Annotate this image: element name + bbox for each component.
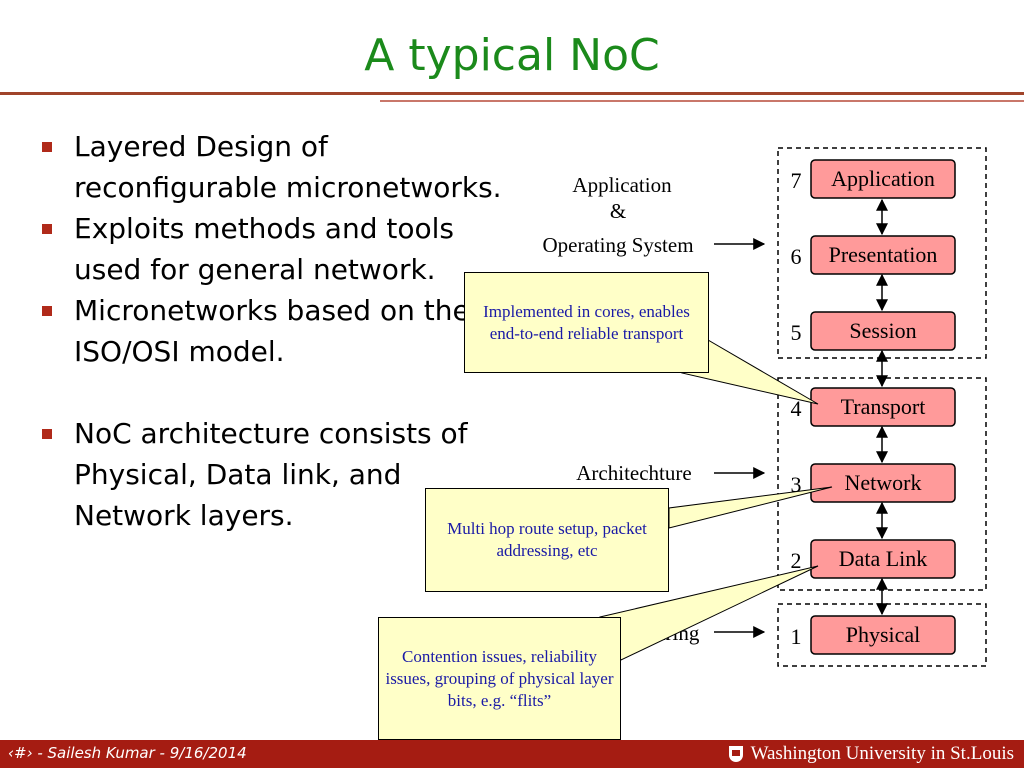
- side-label-os: Operating System: [542, 233, 693, 257]
- layer-box-data-link: [810, 539, 956, 579]
- footer-bar: ‹#› - Sailesh Kumar - 9/16/2014 Washingt…: [0, 740, 1024, 768]
- callout-pointer: [668, 486, 833, 529]
- layer-number: 7: [791, 168, 802, 193]
- callout-data-link: Contention issues, reliability issues, g…: [378, 617, 621, 740]
- callout-network: Multi hop route setup, packet addressing…: [425, 488, 669, 592]
- layer-name: Application: [831, 166, 935, 191]
- layer-name: Presentation: [829, 242, 938, 267]
- layer-name: Session: [849, 318, 916, 343]
- footer-text: ‹#› - Sailesh Kumar - 9/16/2014: [8, 744, 247, 762]
- layer-name: Physical: [846, 622, 921, 647]
- layer-box-presentation: [810, 235, 956, 275]
- title-rule-accent: [380, 100, 1024, 102]
- layer-name: Transport: [841, 394, 926, 419]
- title-rule: [0, 92, 1024, 95]
- university-name: Washington University in St.Louis: [750, 743, 1014, 764]
- layer-box-application: [810, 159, 956, 199]
- slide-title: A typical NoC: [364, 30, 660, 81]
- layer-number: 5: [791, 320, 802, 345]
- side-label-architecture: Architechture: [576, 461, 691, 485]
- layer-number: 6: [791, 244, 802, 269]
- side-label-application: Application: [572, 173, 672, 197]
- layer-box-session: [810, 311, 956, 351]
- layer-number: 4: [791, 396, 802, 421]
- layer-number: 3: [791, 472, 802, 497]
- layer-number: 2: [791, 548, 802, 573]
- university-logo: Washington University in St.Louis: [728, 743, 1014, 765]
- bullet-item: Layered Design of reconfigurable microne…: [40, 126, 510, 208]
- layer-box-network: [810, 463, 956, 503]
- layer-box-physical: [810, 615, 956, 655]
- bullet-item: Micronetworks based on the ISO/OSI model…: [40, 290, 510, 372]
- side-label-ampersand: &: [610, 199, 626, 223]
- bullet-item: Exploits methods and tools used for gene…: [40, 208, 510, 290]
- layer-box-transport: [810, 387, 956, 427]
- layer-number: 1: [791, 624, 802, 649]
- layer-name: Data Link: [839, 546, 928, 571]
- bullet-list: Layered Design of reconfigurable microne…: [40, 126, 510, 536]
- callout-transport: Implemented in cores, enables end-to-end…: [464, 272, 709, 373]
- layer-name: Network: [845, 470, 922, 495]
- bullet-item: NoC architecture consists of Physical, D…: [40, 413, 510, 536]
- shield-icon: [728, 746, 743, 762]
